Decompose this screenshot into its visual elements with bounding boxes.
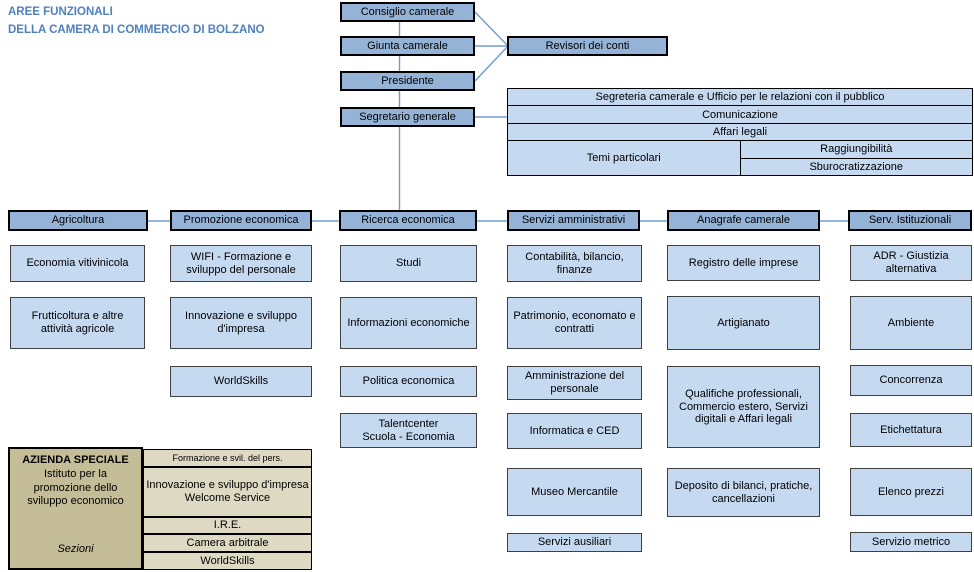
staff-row-affari-legali: Affari legali bbox=[507, 122, 973, 142]
unit-economia-vitivinicola: Economia vitivinicola bbox=[10, 245, 145, 282]
unit-innovazione-sviluppo-impresa: Innovazione e sviluppo d'impresa bbox=[170, 297, 312, 349]
unit-servizi-ausiliari: Servizi ausiliari bbox=[507, 533, 642, 552]
staff-cell-temi-particolari: Temi particolari bbox=[507, 140, 741, 176]
box-consiglio-camerale: Consiglio camerale bbox=[340, 2, 475, 22]
unit-worldskills: WorldSkills bbox=[170, 366, 312, 397]
unit-elenco-prezzi: Elenco prezzi bbox=[850, 468, 972, 516]
unit-ambiente: Ambiente bbox=[850, 296, 972, 350]
unit-artigianato: Artigianato bbox=[667, 296, 820, 350]
unit-studi: Studi bbox=[340, 245, 477, 282]
chart-title-line2: DELLA CAMERA DI COMMERCIO DI BOLZANO bbox=[8, 24, 265, 36]
azienda-sezioni-label: Sezioni bbox=[57, 543, 94, 556]
unit-qualifiche-professionali: Qualifiche professionali, Commercio este… bbox=[667, 366, 820, 448]
unit-informatica-ced: Informatica e CED bbox=[507, 413, 642, 449]
azienda-title: AZIENDA SPECIALE bbox=[22, 454, 129, 466]
azienda-sezione-innovazione-welcome: Innovazione e sviluppo d'impresa Welcome… bbox=[143, 467, 312, 517]
azienda-sezione-ire: I.R.E. bbox=[143, 517, 312, 534]
chart-title-line1: AREE FUNZIONALI bbox=[8, 6, 113, 18]
unit-politica-economica: Politica economica bbox=[340, 366, 477, 397]
header-agricoltura: Agricoltura bbox=[8, 210, 148, 231]
staff-cell-sburocratizzazione: Sburocratizzazione bbox=[739, 157, 973, 177]
unit-contabilita-bilancio-finanze: Contabilità, bilancio, finanze bbox=[507, 245, 642, 282]
chart-title: AREE FUNZIONALI DELLA CAMERA DI COMMERCI… bbox=[8, 3, 265, 39]
unit-frutticoltura: Frutticoltura e altre attività agricole bbox=[10, 297, 145, 349]
azienda-subtitle: Istituto per la promozione dello svilupp… bbox=[27, 467, 124, 508]
box-giunta-camerale: Giunta camerale bbox=[340, 36, 475, 56]
unit-servizio-metrico: Servizio metrico bbox=[850, 532, 972, 552]
unit-wifi-formazione: WIFI - Formazione e sviluppo del persona… bbox=[170, 245, 312, 282]
staff-cell-raggiungibilita: Raggiungibilità bbox=[739, 140, 973, 159]
unit-amministrazione-personale: Amministrazione del personale bbox=[507, 366, 642, 400]
box-presidente: Presidente bbox=[340, 71, 475, 91]
header-serv-istituzionali: Serv. Istituzionali bbox=[848, 210, 972, 231]
unit-concorrenza: Concorrenza bbox=[850, 365, 972, 396]
azienda-sezione-formazione: Formazione e svil. del pers. bbox=[143, 449, 312, 467]
unit-deposito-bilanci: Deposito di bilanci, pratiche, cancellaz… bbox=[667, 468, 820, 517]
header-promozione-economica: Promozione economica bbox=[170, 210, 312, 231]
unit-talentcenter: Talentcenter Scuola - Economia bbox=[340, 413, 477, 448]
header-anagrafe-camerale: Anagrafe camerale bbox=[667, 210, 820, 231]
unit-museo-mercantile: Museo Mercantile bbox=[507, 468, 642, 516]
unit-patrimonio-economato: Patrimonio, economato e contratti bbox=[507, 297, 642, 349]
staff-row-comunicazione: Comunicazione bbox=[507, 105, 973, 124]
unit-informazioni-economiche: Informazioni economiche bbox=[340, 297, 477, 349]
unit-etichettatura: Etichettatura bbox=[850, 413, 972, 447]
header-ricerca-economica: Ricerca economica bbox=[339, 210, 477, 231]
azienda-sezione-worldskills: WorldSkills bbox=[143, 552, 312, 570]
unit-adr-giustizia-alternativa: ADR - Giustizia alternativa bbox=[850, 245, 972, 281]
box-revisori-dei-conti: Revisori dei conti bbox=[507, 36, 668, 56]
staff-row-segreteria: Segreteria camerale e Ufficio per le rel… bbox=[507, 87, 973, 107]
unit-registro-imprese: Registro delle imprese bbox=[667, 245, 820, 281]
box-segretario-generale: Segretario generale bbox=[340, 107, 475, 127]
azienda-sezione-camera-arbitrale: Camera arbitrale bbox=[143, 534, 312, 552]
staff-functions-table: Segreteria camerale e Ufficio per le rel… bbox=[507, 87, 973, 177]
box-azienda-speciale: AZIENDA SPECIALE Istituto per la promozi… bbox=[8, 447, 143, 570]
header-servizi-amministrativi: Servizi amministrativi bbox=[507, 210, 640, 231]
